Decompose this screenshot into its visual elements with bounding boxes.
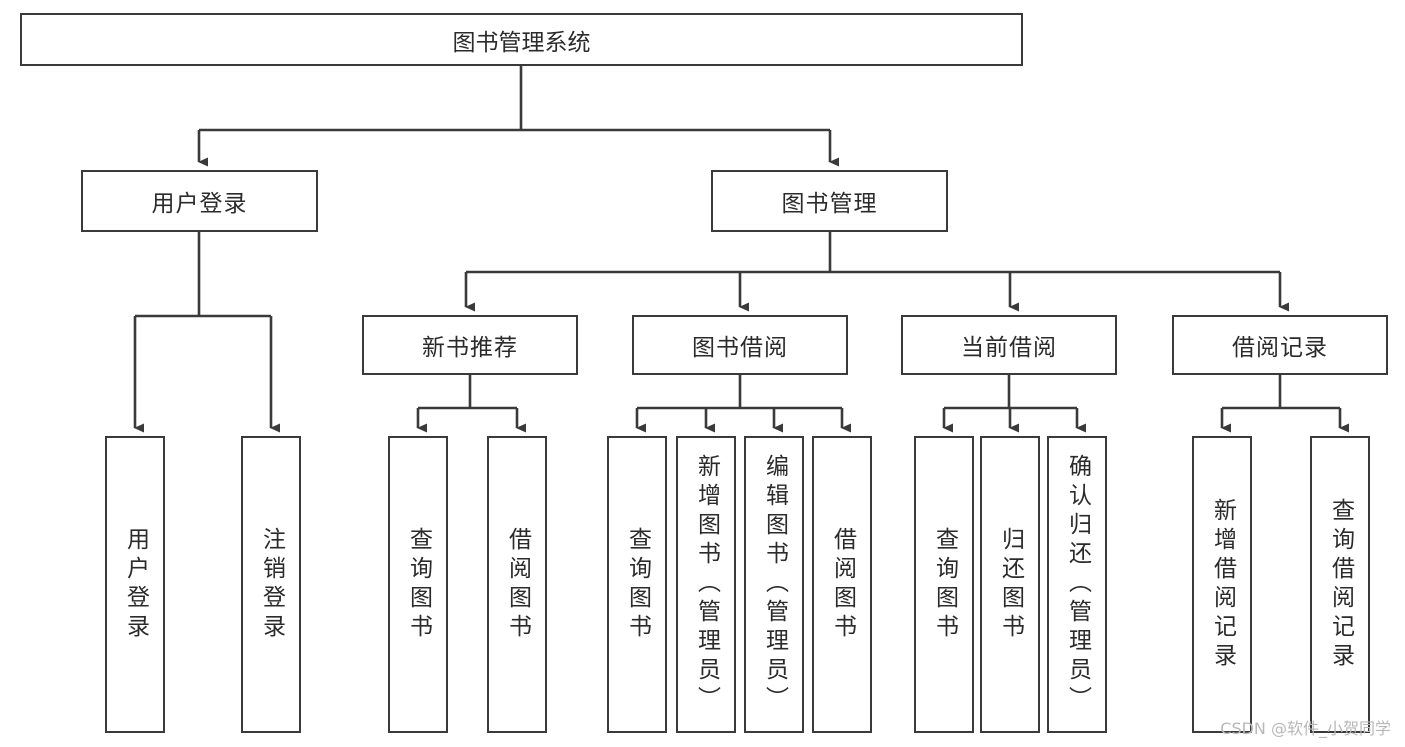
leaf-label: 确认归还（管理员） [1064,454,1091,715]
leaf-user-login-login[interactable]: 用户登录 [105,436,165,733]
node-root-system[interactable]: 图书管理系统 [20,13,1023,66]
leaf-current-return-book[interactable]: 归还图书 [980,436,1040,733]
leaf-records-query-record[interactable]: 查询借阅记录 [1310,436,1370,733]
leaf-label: 查询图书 [624,526,651,643]
leaf-label: 注销登录 [258,526,285,643]
leaf-current-confirm-return-admin[interactable]: 确认归还（管理员） [1047,436,1107,733]
leaf-borrow-add-book-admin[interactable]: 新增图书（管理员） [676,436,736,733]
leaf-new-book-borrow[interactable]: 借阅图书 [487,436,547,733]
leaf-label: 新增图书（管理员） [693,454,720,715]
leaf-records-add-record[interactable]: 新增借阅记录 [1192,436,1252,733]
csdn-watermark: CSDN @软件_小贺同学 [1220,719,1391,738]
node-borrow-records[interactable]: 借阅记录 [1172,315,1388,375]
node-book-borrow[interactable]: 图书借阅 [632,315,848,375]
node-book-management[interactable]: 图书管理 [711,170,948,232]
leaf-label: 新增借阅记录 [1209,497,1236,672]
leaf-label: 借阅图书 [829,526,856,643]
leaf-label: 借阅图书 [504,526,531,643]
node-current-borrow[interactable]: 当前借阅 [901,315,1117,375]
leaf-user-login-logout[interactable]: 注销登录 [241,436,301,733]
leaf-current-query-book[interactable]: 查询图书 [914,436,974,733]
leaf-borrow-borrow-book[interactable]: 借阅图书 [812,436,872,733]
leaf-label: 用户登录 [122,526,149,643]
leaf-borrow-query-book[interactable]: 查询图书 [607,436,667,733]
leaf-borrow-edit-book-admin[interactable]: 编辑图书（管理员） [744,436,804,733]
leaf-label: 归还图书 [997,526,1024,643]
node-new-book-recommend[interactable]: 新书推荐 [362,315,578,375]
leaf-label: 编辑图书（管理员） [761,454,788,715]
leaf-label: 查询图书 [405,526,432,643]
node-user-login[interactable]: 用户登录 [81,170,318,232]
leaf-new-book-query[interactable]: 查询图书 [388,436,448,733]
leaf-label: 查询借阅记录 [1327,497,1354,672]
leaf-label: 查询图书 [931,526,958,643]
